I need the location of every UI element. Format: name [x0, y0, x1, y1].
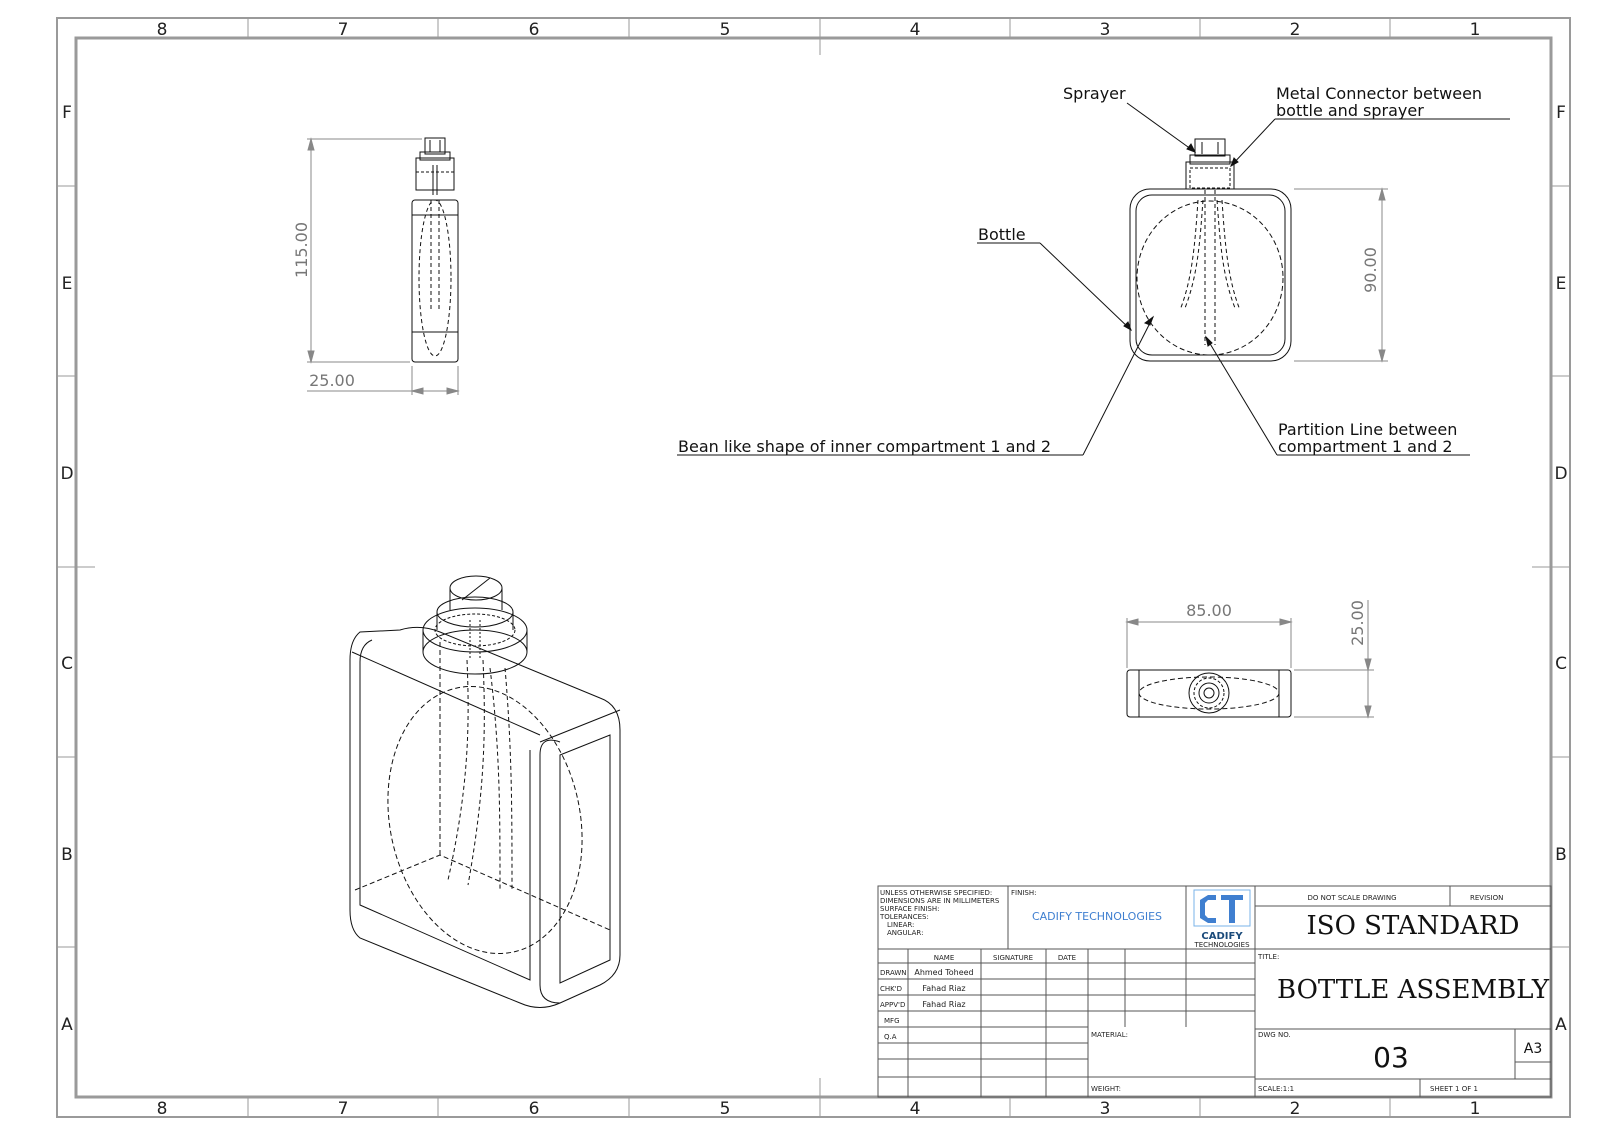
tb-col-signature: SIGNATURE — [993, 954, 1033, 962]
tb-unless-6: ANGULAR: — [887, 929, 923, 937]
zone-row-c-right: C — [1555, 654, 1567, 674]
callout-metal-connector-2: bottle and sprayer — [1276, 101, 1424, 120]
zone-row-c: C — [61, 654, 73, 674]
callout-bean-shape: Bean like shape of inner compartment 1 a… — [678, 437, 1051, 456]
zone-col-2-bottom: 2 — [1290, 1099, 1301, 1119]
zone-col-7-bottom: 7 — [338, 1099, 349, 1119]
tb-standard: ISO STANDARD — [1307, 911, 1520, 941]
tb-row-drawn: DRAWN — [880, 969, 907, 977]
zone-ticks — [57, 18, 1570, 1117]
zone-col-1: 1 — [1470, 20, 1481, 40]
zone-labels-bottom: 8 7 6 5 4 3 2 1 — [157, 1099, 1481, 1119]
tb-scale: SCALE:1:1 — [1258, 1085, 1294, 1093]
zone-row-d: D — [60, 464, 73, 484]
tb-unless-5: LINEAR: — [887, 921, 914, 929]
tb-material-label: MATERIAL: — [1091, 1031, 1128, 1039]
tb-unless-4: TOLERANCES: — [879, 913, 929, 921]
tb-row-mfg: MFG — [884, 1017, 900, 1025]
callout-sprayer: Sprayer — [1063, 84, 1126, 103]
zone-col-8: 8 — [157, 20, 168, 40]
tb-col-date: DATE — [1058, 954, 1076, 962]
tb-weight-label: WEIGHT: — [1091, 1085, 1121, 1093]
zone-row-a-right: A — [1555, 1015, 1567, 1035]
zone-col-6-bottom: 6 — [529, 1099, 540, 1119]
tb-sheet-size: A3 — [1524, 1041, 1542, 1057]
callout-leaders — [677, 102, 1510, 456]
zone-col-3: 3 — [1100, 20, 1111, 40]
logo-text: CADIFY — [1201, 931, 1243, 942]
tb-title-label: TITLE: — [1257, 953, 1279, 961]
top-view-dimensions — [1125, 600, 1374, 719]
side-view — [411, 137, 459, 363]
tb-row-chkd: CHK'D — [880, 985, 902, 993]
tb-row-qa: Q.A — [884, 1033, 897, 1041]
top-view — [1126, 669, 1292, 718]
tb-finish-label: FINISH: — [1011, 889, 1036, 897]
title-block — [877, 885, 1552, 1098]
zone-col-3-bottom: 3 — [1100, 1099, 1111, 1119]
front-view-dimensions — [1294, 187, 1388, 363]
zone-labels-left: F E D C B A — [60, 103, 73, 1035]
dim-side-height: 115.00 — [292, 222, 311, 278]
callout-partition-1: Partition Line between — [1278, 420, 1457, 439]
tb-unless-2: DIMENSIONS ARE IN MILLIMETERS — [880, 897, 1000, 905]
zone-row-f: F — [62, 103, 72, 123]
tb-dwg-no: 03 — [1373, 1041, 1409, 1074]
zone-col-7: 7 — [338, 20, 349, 40]
tb-company-name: CADIFY TECHNOLOGIES — [1032, 910, 1162, 923]
zone-row-b: B — [61, 845, 73, 865]
tb-sheet: SHEET 1 OF 1 — [1430, 1085, 1478, 1093]
company-logo: CADIFY TECHNOLOGIES — [1193, 889, 1251, 949]
zone-row-e-right: E — [1556, 274, 1567, 294]
callout-bottle: Bottle — [978, 225, 1026, 244]
zone-row-d-right: D — [1554, 464, 1567, 484]
tb-dwg-no-label: DWG NO. — [1258, 1031, 1291, 1039]
tb-unless-1: UNLESS OTHERWISE SPECIFIED: — [880, 889, 992, 897]
tb-do-not-scale: DO NOT SCALE DRAWING — [1307, 894, 1396, 902]
dim-top-depth: 25.00 — [1348, 600, 1367, 646]
zone-col-5-bottom: 5 — [720, 1099, 731, 1119]
dim-top-width: 85.00 — [1186, 601, 1232, 620]
zone-col-1-bottom: 1 — [1470, 1099, 1481, 1119]
isometric-view — [349, 575, 621, 1008]
zone-col-4: 4 — [910, 20, 921, 40]
zone-row-e: E — [62, 274, 73, 294]
zone-row-b-right: B — [1555, 845, 1567, 865]
tb-drawn-name: Ahmed Toheed — [914, 968, 973, 977]
tb-revision-label: REVISION — [1470, 894, 1503, 902]
zone-col-6: 6 — [529, 20, 540, 40]
zone-col-5: 5 — [720, 20, 731, 40]
callout-metal-connector-1: Metal Connector between — [1276, 84, 1482, 103]
tb-col-name: NAME — [934, 954, 955, 962]
zone-row-f-right: F — [1556, 103, 1566, 123]
tb-row-apprd: APPV'D — [880, 1001, 905, 1009]
zone-labels-right: F E D C B A — [1554, 103, 1567, 1035]
side-view-dimensions — [307, 137, 460, 395]
front-view — [1129, 138, 1292, 362]
zone-col-4-bottom: 4 — [910, 1099, 921, 1119]
zone-row-a: A — [61, 1015, 73, 1035]
tb-chkd-name: Fahad Riaz — [922, 984, 965, 993]
sheet-border — [56, 17, 1571, 1118]
tb-unless-3: SURFACE FINISH: — [880, 905, 939, 913]
dim-front-height: 90.00 — [1361, 247, 1380, 293]
zone-col-8-bottom: 8 — [157, 1099, 168, 1119]
tb-apprd-name: Fahad Riaz — [922, 1000, 965, 1009]
tb-title: BOTTLE ASSEMBLY — [1277, 975, 1550, 1005]
logo-subtext: TECHNOLOGIES — [1193, 941, 1250, 949]
zone-col-2: 2 — [1290, 20, 1301, 40]
dim-side-width: 25.00 — [309, 371, 355, 390]
zone-labels-top: 8 7 6 5 4 3 2 1 — [157, 20, 1481, 40]
callout-partition-2: compartment 1 and 2 — [1278, 437, 1453, 456]
